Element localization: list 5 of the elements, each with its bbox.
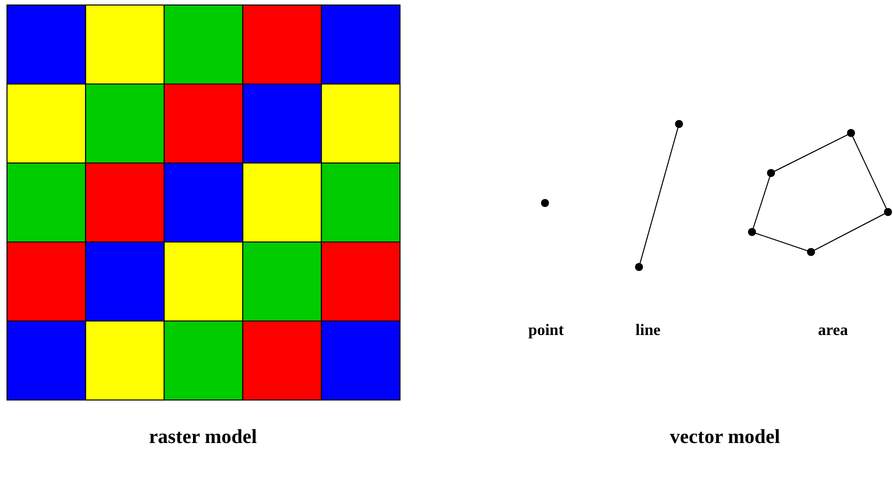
shape-type-label: area — [818, 322, 848, 340]
shape-type-label: point — [528, 322, 564, 340]
shape-type-label: line — [636, 322, 660, 340]
model-caption: raster model — [149, 426, 257, 449]
model-caption: vector model — [670, 426, 780, 449]
